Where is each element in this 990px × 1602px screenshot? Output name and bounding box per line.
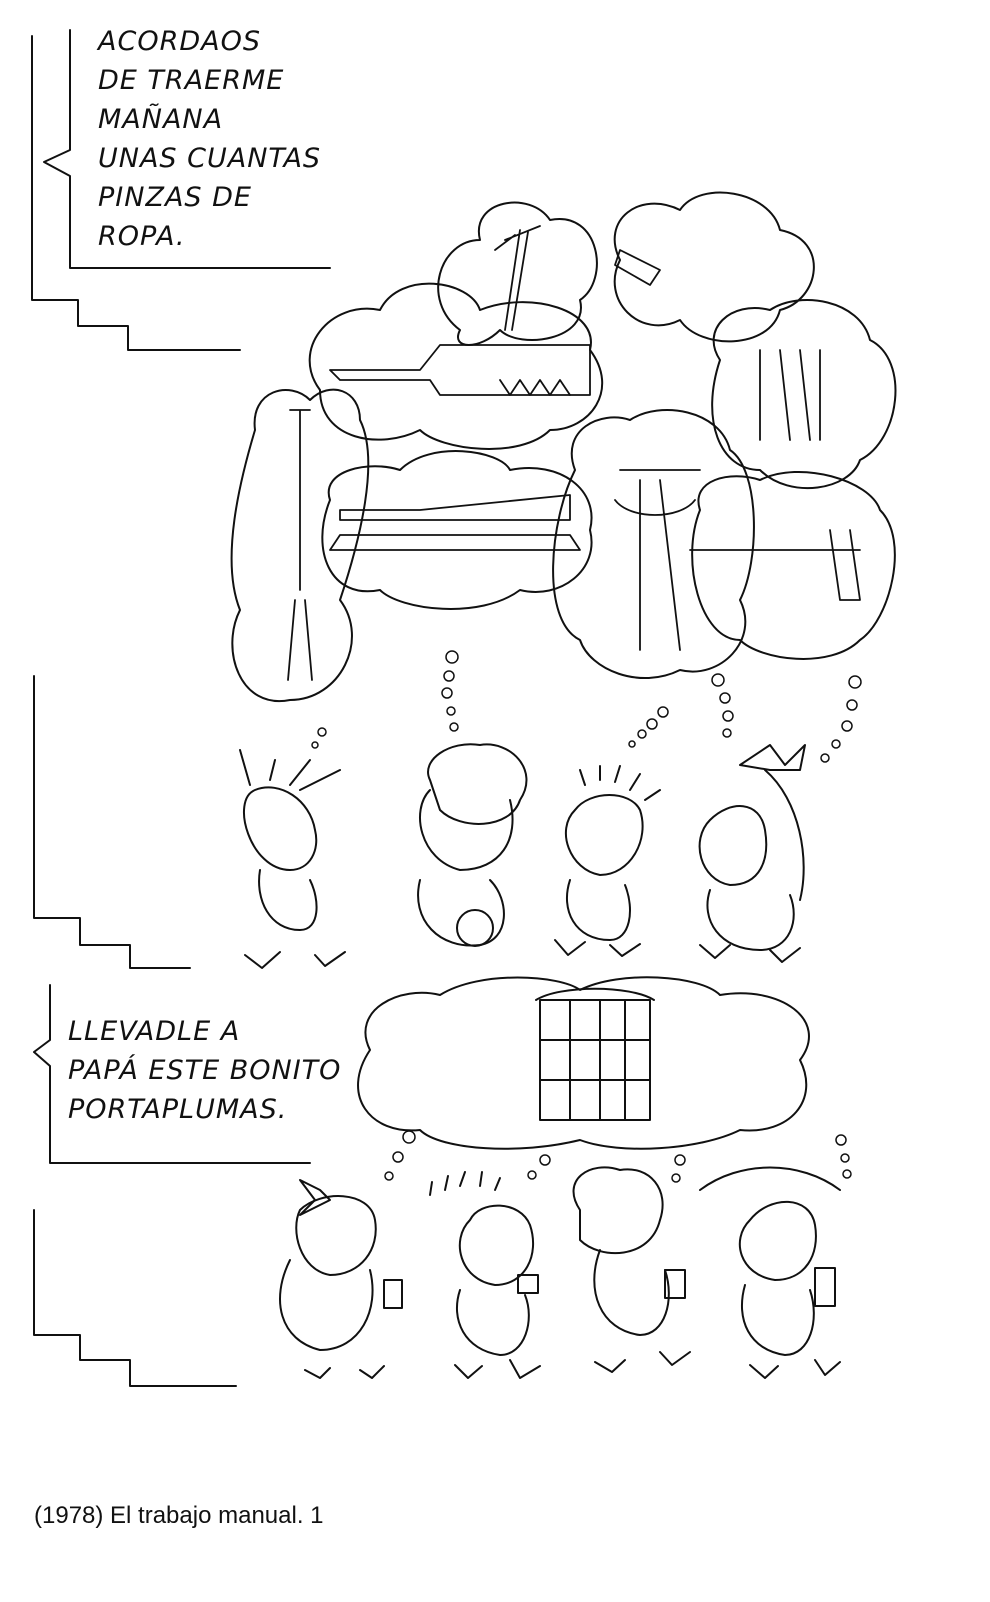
thought-cloud-pen-holder	[357, 976, 810, 1150]
caption-top: ACORDAOS DE TRAERME MAÑANA UNAS CUANTAS …	[98, 22, 321, 256]
panel-border-middle	[33, 675, 311, 1164]
caption-bottom-line: PAPÁ ESTE BONITO	[68, 1055, 342, 1086]
figure-credit: (1978) El trabajo manual. 1	[34, 1502, 324, 1529]
children-group-bottom	[279, 1166, 841, 1379]
panel-border-bottom	[33, 1209, 237, 1387]
panel-border-top	[31, 29, 331, 351]
clothespin-sculptures	[287, 225, 861, 681]
caption-top-line: ACORDAOS	[98, 26, 261, 57]
caption-bottom-line: LLEVADLE A	[68, 1016, 241, 1047]
caption-top-line: PINZAS DE	[98, 182, 252, 213]
caption-top-line: UNAS CUANTAS	[98, 143, 322, 174]
thought-bubbles-bottom	[384, 1130, 852, 1183]
thought-bubbles-top	[311, 650, 862, 763]
caption-top-line: MAÑANA	[98, 104, 224, 135]
caption-bottom: LLEVADLE A PAPÁ ESTE BONITO PORTAPLUMAS.	[68, 1012, 341, 1129]
caption-top-line: ROPA.	[98, 221, 186, 252]
thought-clouds-top	[230, 191, 897, 703]
caption-top-line: DE TRAERME	[98, 65, 285, 96]
caption-bottom-line: PORTAPLUMAS.	[68, 1094, 288, 1125]
children-group-top	[239, 743, 806, 969]
